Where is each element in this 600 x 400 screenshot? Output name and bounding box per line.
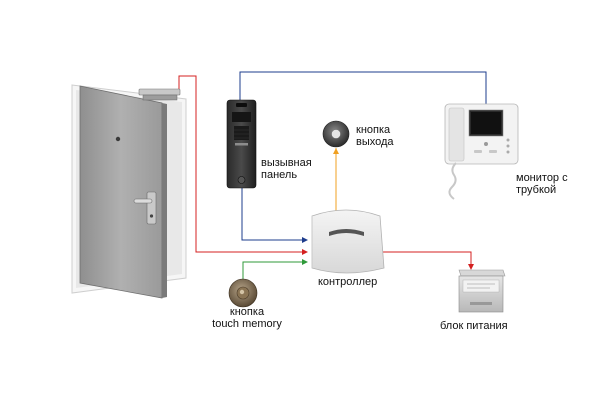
monitor-label: монитор с трубкой xyxy=(516,172,596,196)
call-panel-label: вызывная панель xyxy=(261,157,331,181)
touch-memory-label-line1: кнопка xyxy=(229,306,265,318)
arrow-head xyxy=(302,249,308,255)
monitor-label-line2: трубкой xyxy=(516,184,557,196)
touch-memory-label-line2: touch memory xyxy=(212,318,282,330)
video-monitor-icon xyxy=(444,103,519,200)
controller-label: контроллер xyxy=(318,276,398,288)
door-icon xyxy=(71,84,187,299)
wire-controller-power xyxy=(383,251,472,268)
power-supply-label-text: блок питания xyxy=(440,320,508,332)
power-supply-label: блок питания xyxy=(440,320,540,332)
exit-button-icon xyxy=(322,120,350,148)
call-panel-icon xyxy=(226,99,257,189)
exit-button-label-line1: кнопка xyxy=(356,124,391,136)
arrow-head xyxy=(333,148,339,154)
exit-button-label: кнопка выхода xyxy=(356,124,426,148)
call-panel-label-line2: панель xyxy=(261,169,298,181)
controller-label-text: контроллер xyxy=(318,276,378,288)
magnetic-lock-icon xyxy=(138,88,181,101)
call-panel-label-line1: вызывная xyxy=(261,157,312,169)
exit-button-label-line2: выхода xyxy=(356,136,394,148)
wire-touchmemory-controller xyxy=(242,261,306,285)
power-supply-icon xyxy=(458,269,506,313)
arrow-head xyxy=(302,259,308,265)
wire-lock-controller xyxy=(178,75,306,253)
controller-icon xyxy=(311,209,385,274)
arrow-head xyxy=(468,264,474,270)
wire-panel-monitor xyxy=(239,71,487,108)
arrow-head xyxy=(302,237,308,243)
touch-memory-reader-icon xyxy=(228,278,258,308)
touch-memory-label: кнопка touch memory xyxy=(202,306,292,330)
monitor-label-line1: монитор с xyxy=(516,172,568,184)
wire-panel-controller xyxy=(241,188,306,241)
